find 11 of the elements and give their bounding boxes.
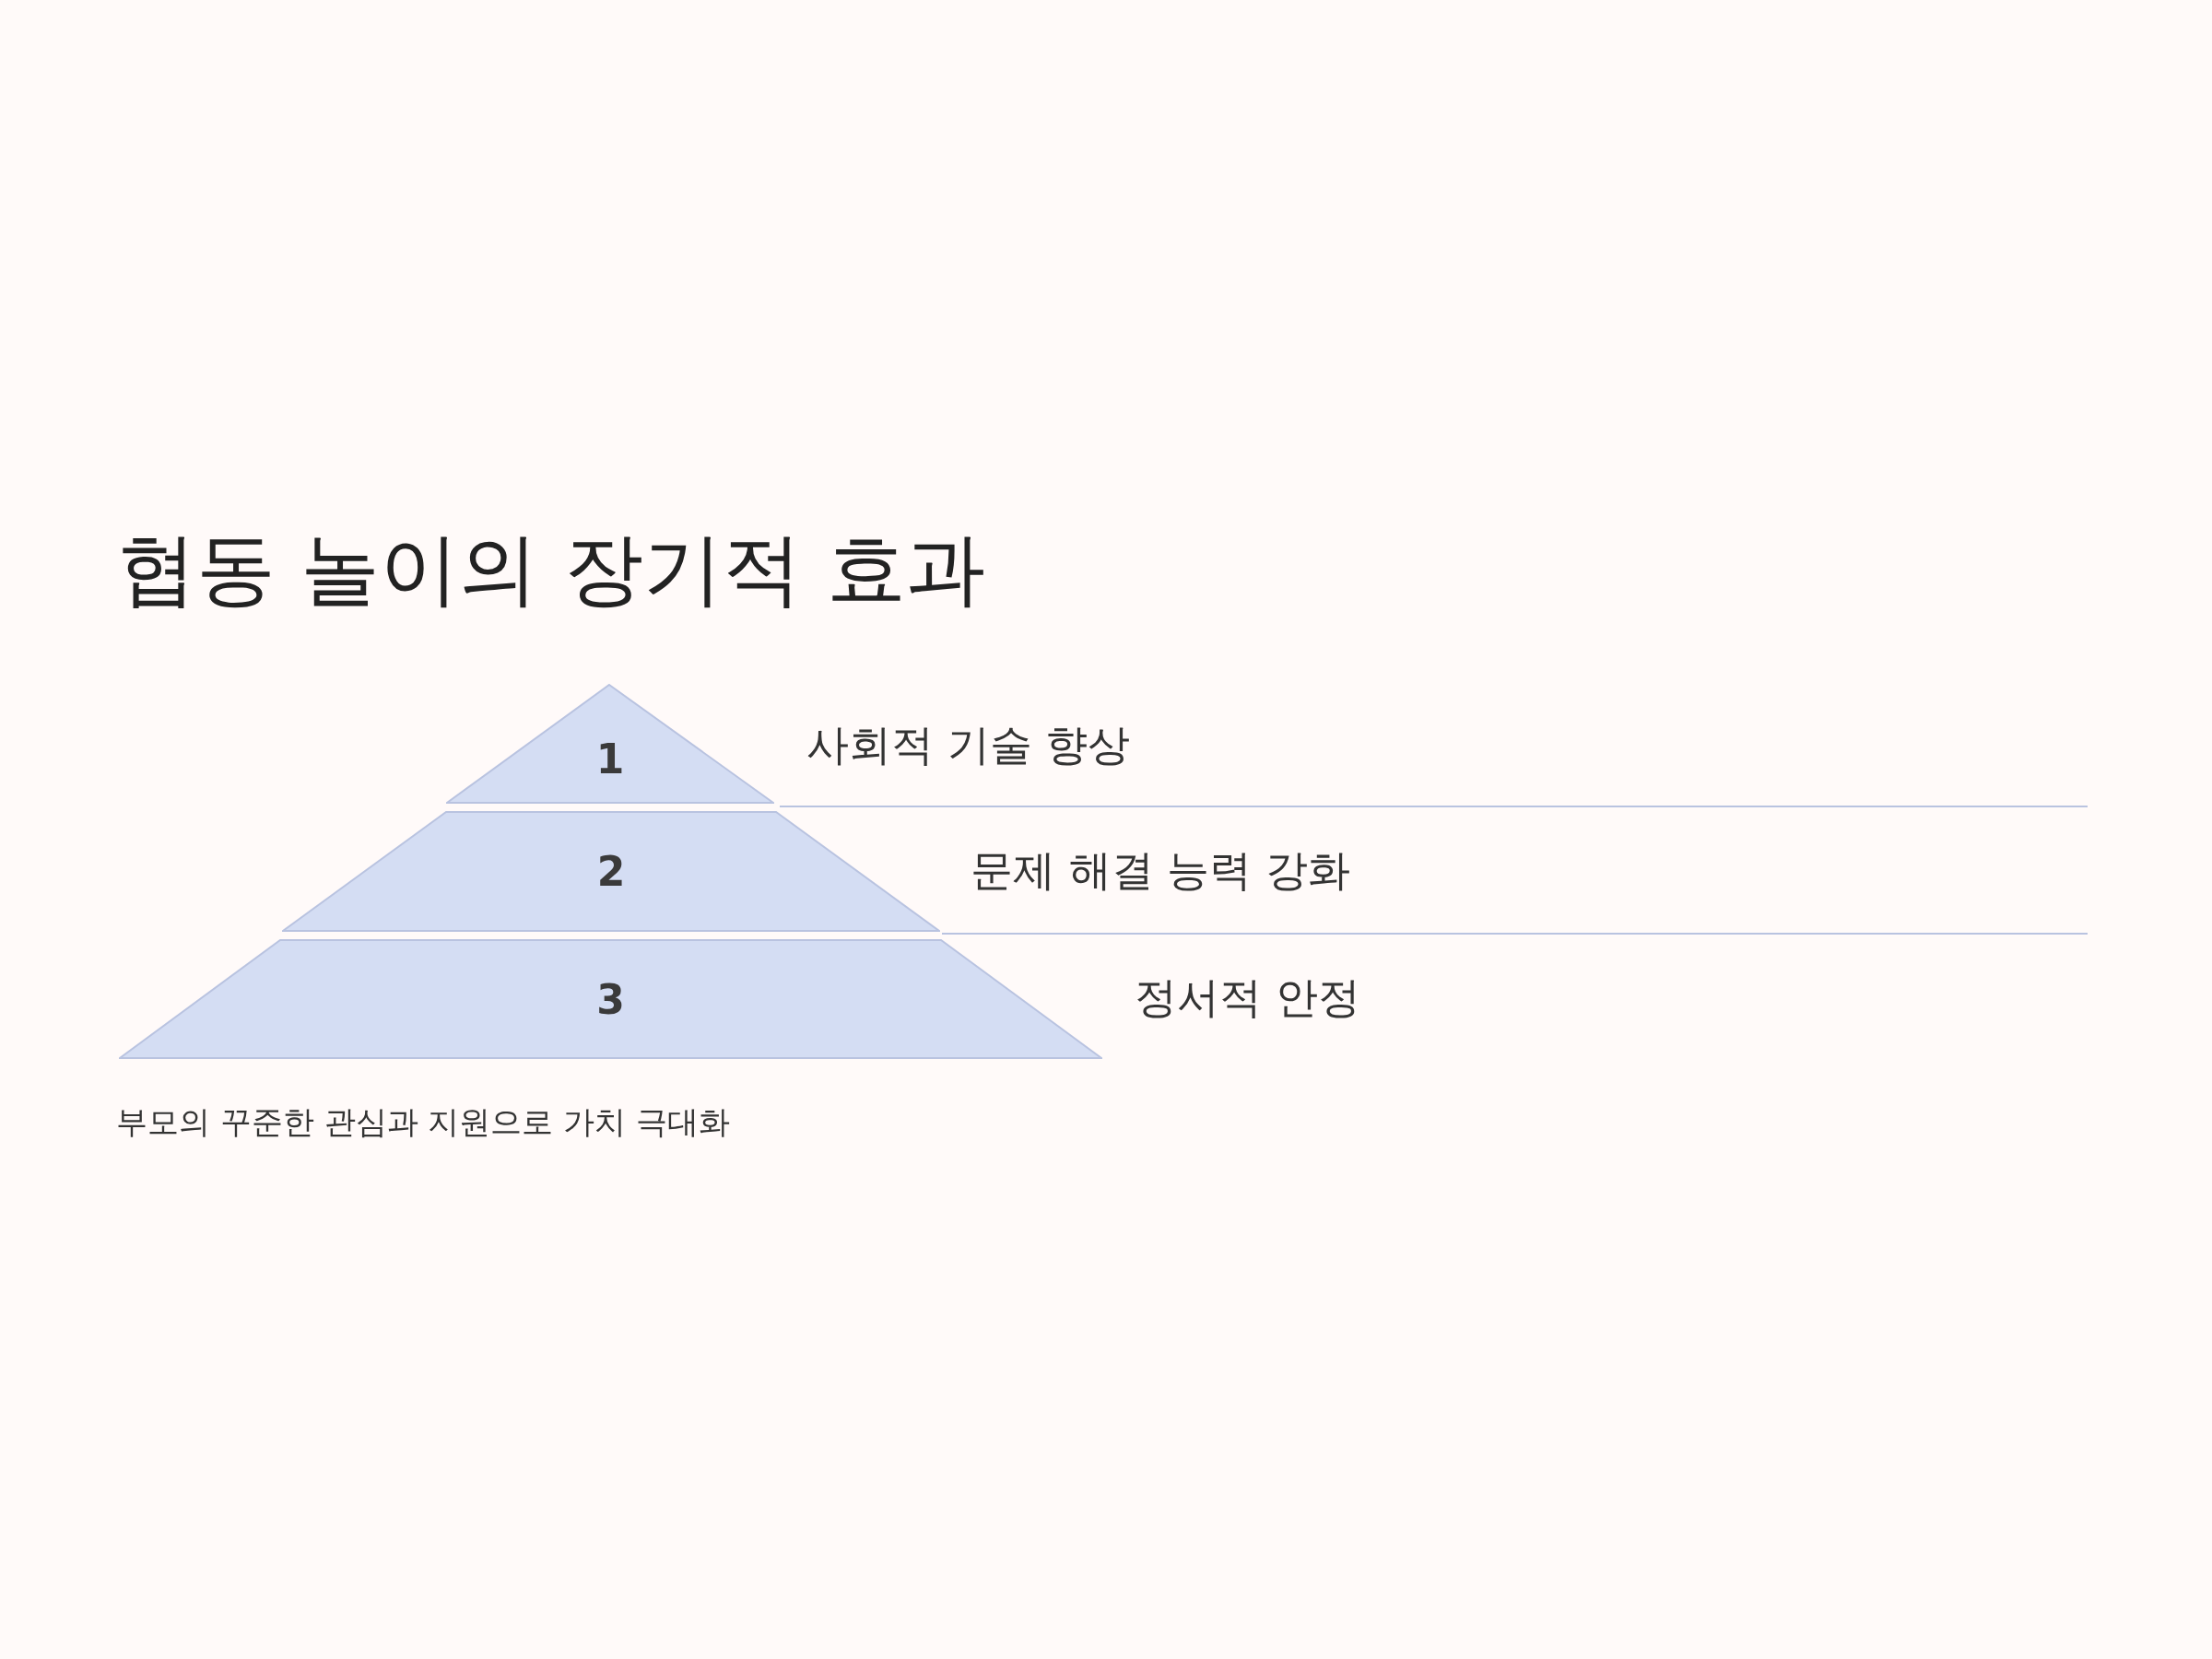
tier-label: 정서적 안정 [1135,976,1360,1018]
tier-number: 1 [595,735,625,782]
pyramid-tier [282,811,940,932]
tier-number: 2 [596,848,626,895]
tier-label: 사회적 기술 향상 [806,724,1131,766]
tier-label: 문제 해결 능력 강화 [971,849,1350,891]
pyramid-tier [119,939,1102,1059]
caption: 부모의 꾸준한 관심과 지원으로 가치 극대화 [116,1102,731,1142]
title: 협동 놀이의 장기적 효과 [117,522,985,617]
tier-number: 3 [596,976,625,1023]
pyramid-tier [446,684,774,804]
